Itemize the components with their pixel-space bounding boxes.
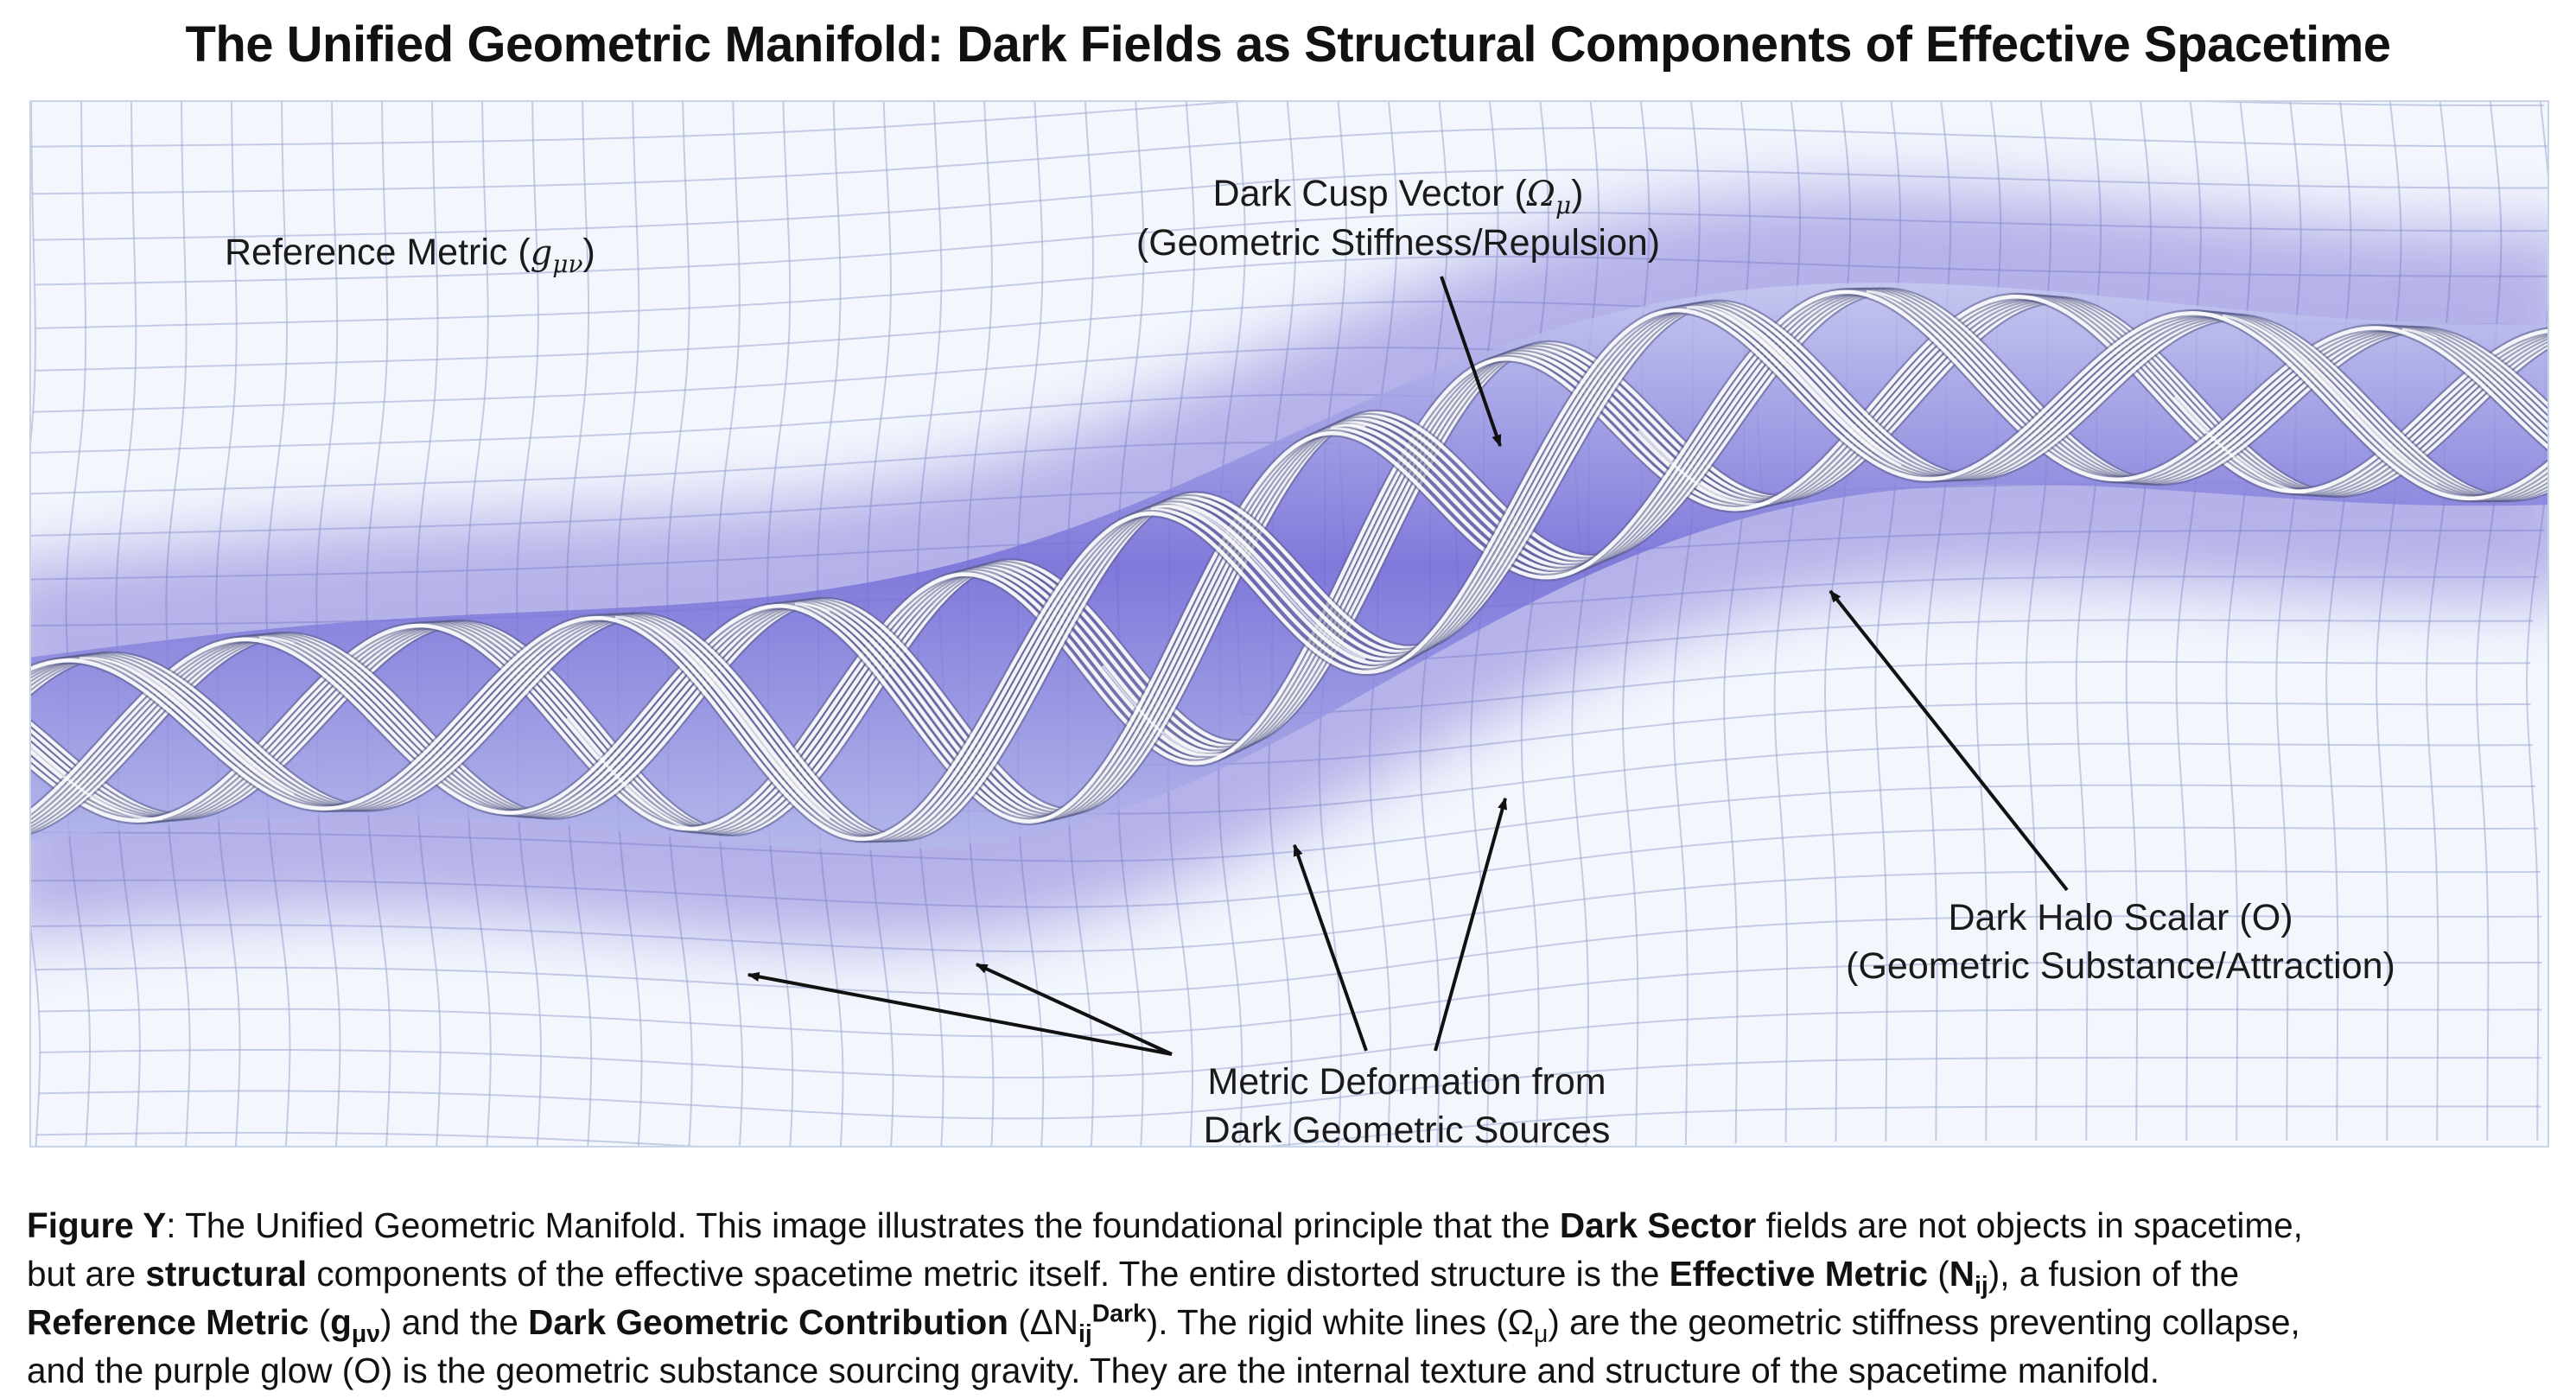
- label-reference-metric: Reference Metric (gμν): [225, 232, 595, 278]
- label-dark-halo-scalar: Dark Halo Scalar (O) (Geometric Substanc…: [1846, 897, 2395, 987]
- caption-line-4: and the purple glow (O) is the geometric…: [27, 1351, 2160, 1390]
- caption-line-2: but are structural components of the eff…: [27, 1254, 2240, 1300]
- figure-title: The Unified Geometric Manifold: Dark Fie…: [185, 16, 2391, 73]
- label-dark-cusp-vector: Dark Cusp Vector (Ωμ) (Geometric Stiffne…: [1135, 173, 1661, 264]
- caption-line-1: Figure Y: The Unified Geometric Manifold…: [27, 1205, 2303, 1245]
- braided-strands: [31, 283, 2547, 850]
- figure-caption: Figure Y: The Unified Geometric Manifold…: [27, 1201, 2559, 1395]
- manifold-illustration: Reference Metric (gμν) Dark Cusp Vector …: [29, 100, 2549, 1148]
- caption-line-3: Reference Metric (gμν) and the Dark Geom…: [27, 1300, 2300, 1349]
- label-metric-deformation: Metric Deformation from Dark Geometric S…: [1203, 1061, 1611, 1148]
- manifold-canvas: [31, 102, 2547, 1146]
- annotation-arrows: [747, 276, 2069, 1056]
